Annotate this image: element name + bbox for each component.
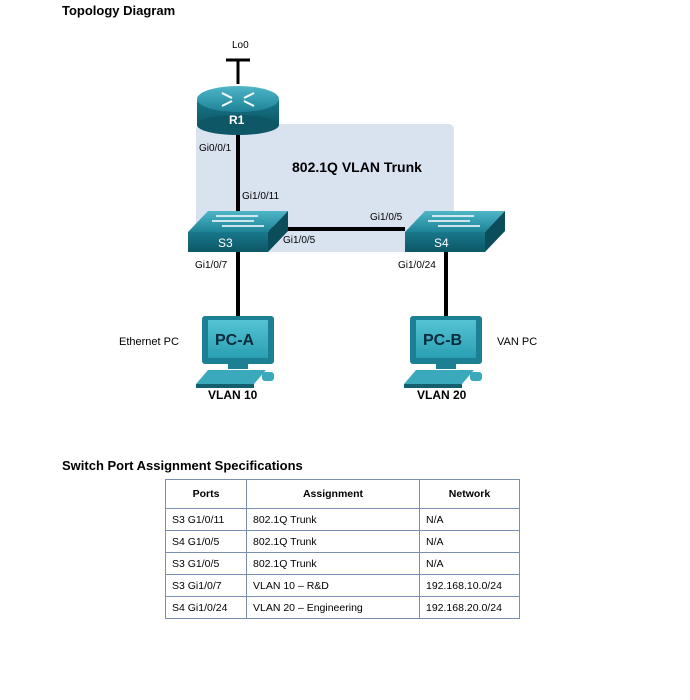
cell-network: 192.168.10.0/24 (419, 574, 520, 597)
cell-network: N/A (419, 530, 520, 553)
col-ports-header: Ports (165, 479, 247, 509)
cell-network: 192.168.20.0/24 (419, 596, 520, 619)
pc-b-side-label: VAN PC (497, 336, 537, 348)
trunk-label: 802.1Q VLAN Trunk (292, 159, 422, 175)
cell-network: N/A (419, 552, 520, 575)
table-row: S3 G1/0/11 802.1Q Trunk N/A (165, 508, 520, 531)
pc-a-name: PC-A (215, 332, 255, 349)
cell-ports: S4 Gi1/0/24 (165, 596, 247, 619)
table-row: S3 G1/0/5 802.1Q Trunk N/A (165, 552, 520, 575)
switch-arrows-icon (212, 215, 264, 227)
switch-s3: S3 (188, 211, 288, 252)
s3-access-port-label: Gi1/0/7 (195, 260, 228, 271)
cell-ports: S3 G1/0/5 (165, 552, 247, 575)
cell-ports: S3 Gi1/0/7 (165, 574, 247, 597)
cell-ports: S3 G1/0/11 (165, 508, 247, 531)
loopback-label: Lo0 (232, 40, 249, 51)
cell-assignment: VLAN 20 – Engineering (246, 596, 420, 619)
links (226, 58, 448, 318)
pc-a-side-label: Ethernet PC (119, 336, 179, 348)
cell-assignment: 802.1Q Trunk (246, 552, 420, 575)
s4-trunk-port-label: Gi1/0/5 (370, 212, 403, 223)
cell-network: N/A (419, 508, 520, 531)
cell-assignment: 802.1Q Trunk (246, 530, 420, 553)
s3-trunk-port-label: Gi1/0/5 (283, 235, 316, 246)
switch-s4: S4 (405, 211, 505, 252)
table-row: S4 G1/0/5 802.1Q Trunk N/A (165, 530, 520, 553)
topology-diagram: Lo0 R1 Gi0/0/1 802.1Q VLAN Trunk Gi1/0/1… (119, 40, 537, 402)
col-network-header: Network (419, 479, 520, 509)
s3-name: S3 (218, 236, 233, 250)
pc-b: PC-B (404, 316, 482, 388)
table-row: S3 Gi1/0/7 VLAN 10 – R&D 192.168.10.0/24 (165, 574, 520, 597)
router-port-label: Gi0/0/1 (199, 143, 232, 154)
pc-a: PC-A (196, 316, 274, 388)
s3-uplink-port-label: Gi1/0/11 (242, 191, 279, 202)
pc-a-vlan-label: VLAN 10 (208, 388, 258, 402)
cell-assignment: 802.1Q Trunk (246, 508, 420, 531)
pc-b-name: PC-B (423, 332, 462, 349)
table-row: S4 Gi1/0/24 VLAN 20 – Engineering 192.16… (165, 596, 520, 619)
col-assignment-header: Assignment (246, 479, 420, 509)
router-r1: R1 (197, 86, 279, 135)
cell-ports: S4 G1/0/5 (165, 530, 247, 553)
s4-name: S4 (434, 236, 449, 250)
router-name: R1 (229, 113, 245, 127)
table-heading: Switch Port Assignment Specifications (62, 458, 303, 473)
switch-arrows-icon (428, 215, 480, 227)
router-arrows-icon (221, 92, 255, 107)
cell-assignment: VLAN 10 – R&D (246, 574, 420, 597)
s4-access-port-label: Gi1/0/24 (398, 260, 436, 271)
topology-heading: Topology Diagram (62, 3, 176, 18)
port-assignment-table: Ports Assignment Network S3 G1/0/11 802.… (165, 479, 520, 619)
pc-b-vlan-label: VLAN 20 (417, 388, 467, 402)
table-header-row: Ports Assignment Network (165, 479, 520, 509)
